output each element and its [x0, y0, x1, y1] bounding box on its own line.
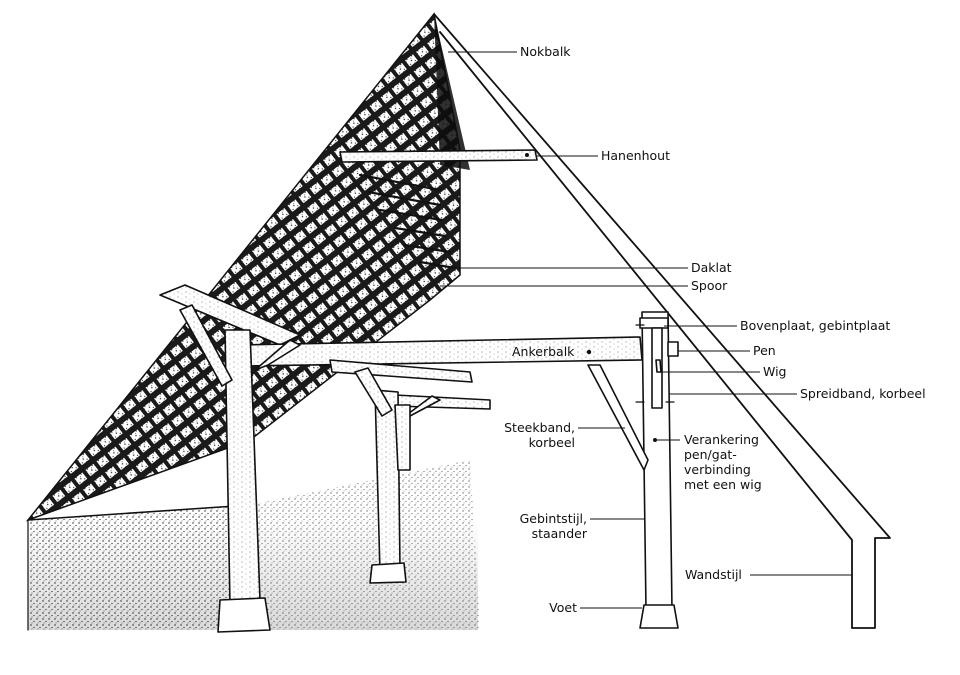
label-voet: Voet — [549, 600, 577, 615]
right-roof-outline — [433, 13, 891, 629]
gebint-section — [587, 311, 679, 629]
hanenhout-beam — [339, 149, 538, 163]
label-spoor: Spoor — [691, 278, 728, 293]
label-gebintstijl-line1: Gebintstijl, — [520, 511, 587, 526]
label-ankerbalk: Ankerbalk — [512, 344, 575, 359]
label-bovenplaat: Bovenplaat, gebintplaat — [740, 318, 890, 333]
leader-lines — [440, 51, 852, 609]
label-daklat: Daklat — [691, 260, 732, 275]
label-verankering-line3: verbinding — [684, 462, 751, 477]
label-nokbalk: Nokbalk — [520, 44, 571, 59]
label-wandstijl: Wandstijl — [685, 567, 742, 582]
label-gebintstijl-line2: staander — [532, 526, 588, 541]
label-steekband-line1: Steekband, — [504, 420, 575, 435]
labels: Nokbalk Hanenhout Daklat Spoor Bovenplaa… — [504, 44, 926, 615]
label-pen: Pen — [753, 343, 776, 358]
label-hanenhout: Hanenhout — [601, 148, 670, 163]
front-posts — [179, 304, 441, 633]
label-wig: Wig — [763, 364, 787, 379]
label-verankering-line4: met een wig — [684, 477, 762, 492]
label-verankering-line1: Verankering — [684, 432, 759, 447]
label-steekband-line2: korbeel — [529, 435, 575, 450]
label-spreidband: Spreidband, korbeel — [800, 386, 926, 401]
label-verankering-line2: pen/gat- — [684, 447, 737, 462]
